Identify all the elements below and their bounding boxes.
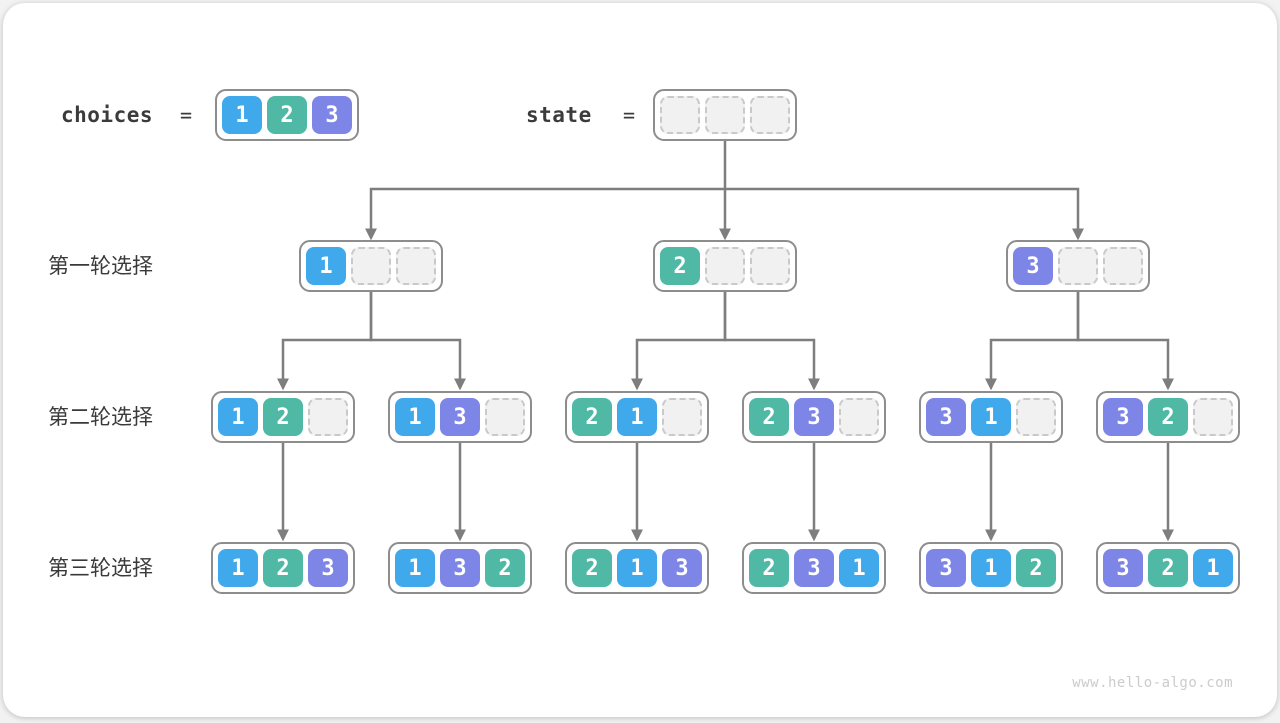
empty-slot — [396, 247, 436, 285]
choice-box-2: 2 — [1148, 549, 1188, 587]
choice-box-3: 3 — [794, 398, 834, 436]
choice-box-1: 1 — [218, 549, 258, 587]
choice-box-3: 3 — [440, 398, 480, 436]
choice-box-2: 2 — [572, 549, 612, 587]
choice-box-1: 1 — [971, 549, 1011, 587]
choice-box-1: 1 — [1193, 549, 1233, 587]
choices-label: choices — [61, 103, 154, 127]
state-equals-sign: = — [623, 103, 636, 127]
level1-node-3: 3 — [1006, 240, 1150, 292]
choice-box-3: 3 — [1103, 549, 1143, 587]
empty-slot — [308, 398, 348, 436]
choice-box-1: 1 — [617, 549, 657, 587]
level1-node-1: 1 — [299, 240, 443, 292]
empty-slot — [750, 96, 790, 134]
choice-box-3: 3 — [308, 549, 348, 587]
level1-node-2: 2 — [653, 240, 797, 292]
choice-box-2: 2 — [1148, 398, 1188, 436]
empty-slot — [839, 398, 879, 436]
empty-slot — [705, 96, 745, 134]
empty-slot — [750, 247, 790, 285]
choice-box-2: 2 — [749, 549, 789, 587]
choice-box-1: 1 — [306, 247, 346, 285]
choice-box-1: 1 — [971, 398, 1011, 436]
empty-slot — [1193, 398, 1233, 436]
empty-slot — [351, 247, 391, 285]
empty-slot — [660, 96, 700, 134]
empty-slot — [485, 398, 525, 436]
state-label: state — [526, 103, 592, 127]
state-array — [653, 89, 797, 141]
empty-slot — [705, 247, 745, 285]
choice-box-1: 1 — [222, 96, 262, 134]
choice-box-1: 1 — [839, 549, 879, 587]
row-label-round-1: 第一轮选择 — [48, 254, 153, 278]
choice-box-3: 3 — [1103, 398, 1143, 436]
empty-slot — [662, 398, 702, 436]
choice-box-3: 3 — [440, 549, 480, 587]
choice-box-2: 2 — [485, 549, 525, 587]
choice-box-3: 3 — [312, 96, 352, 134]
choice-box-1: 1 — [218, 398, 258, 436]
choice-box-3: 3 — [926, 549, 966, 587]
choice-box-2: 2 — [660, 247, 700, 285]
choice-box-2: 2 — [1016, 549, 1056, 587]
empty-slot — [1058, 247, 1098, 285]
choice-box-1: 1 — [617, 398, 657, 436]
choice-box-2: 2 — [267, 96, 307, 134]
choice-box-1: 1 — [395, 549, 435, 587]
choice-box-3: 3 — [794, 549, 834, 587]
row-label-round-3: 第三轮选择 — [48, 556, 153, 580]
choices-equals-sign: = — [180, 103, 193, 127]
choice-box-2: 2 — [263, 398, 303, 436]
choice-box-3: 3 — [926, 398, 966, 436]
watermark: www.hello-algo.com — [1072, 675, 1233, 691]
row-label-round-2: 第二轮选择 — [48, 405, 153, 429]
connector-paths — [277, 141, 1174, 542]
choice-box-1: 1 — [395, 398, 435, 436]
choice-box-3: 3 — [1013, 247, 1053, 285]
empty-slot — [1103, 247, 1143, 285]
tree-connectors — [277, 141, 1174, 542]
empty-slot — [1016, 398, 1056, 436]
choice-box-2: 2 — [572, 398, 612, 436]
choice-box-2: 2 — [263, 549, 303, 587]
choice-box-2: 2 — [749, 398, 789, 436]
choice-box-3: 3 — [662, 549, 702, 587]
